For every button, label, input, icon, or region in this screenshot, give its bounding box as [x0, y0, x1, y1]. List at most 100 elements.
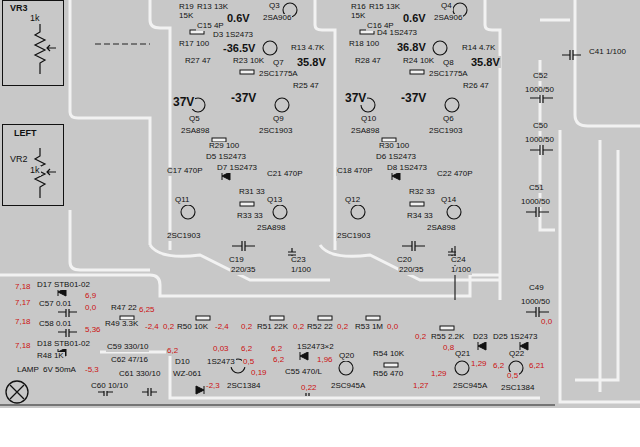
- component-label: D17 STB01-02: [36, 281, 91, 290]
- board-copper: [0, 0, 640, 408]
- component-label: 2SC1903: [428, 127, 463, 136]
- component-label: 2SC945A: [330, 382, 366, 391]
- component-label: Q6: [442, 115, 455, 124]
- voltage-reading: 6,2: [166, 347, 179, 356]
- component-label: 2SC945A: [452, 382, 488, 391]
- component-label: R51 22K: [256, 323, 289, 332]
- transistor-symbol: [339, 361, 353, 375]
- transistor-symbol: [447, 205, 461, 219]
- voltage-reading: 1,29: [470, 360, 488, 369]
- diode-symbol: [520, 342, 528, 350]
- component-label: Q13: [266, 196, 283, 205]
- component-label: 2SA898: [256, 224, 286, 233]
- diode-symbol: [222, 172, 230, 180]
- voltage-reading: 0,2: [336, 323, 349, 332]
- potentiometer-symbol: [47, 45, 56, 51]
- component-label: D4 1S2473: [376, 29, 418, 38]
- component-label: 2SA898: [350, 127, 380, 136]
- voltage-reading: 0,2: [414, 333, 427, 342]
- trace-gap: [575, 0, 640, 126]
- component-label: R26 47: [462, 82, 490, 91]
- voltage-callout: -37V: [230, 92, 257, 105]
- capacitor-symbol: [58, 50, 581, 396]
- voltage-callout: 0.6V: [402, 12, 427, 24]
- voltage-reading: 6,2: [270, 345, 283, 354]
- component-label: LAMP: [16, 366, 40, 375]
- component-label: Q11: [174, 196, 191, 205]
- trace-gap: [70, 0, 150, 245]
- capacitor-symbol: [526, 307, 549, 317]
- voltage-reading: 0,03: [212, 345, 230, 354]
- component-label: R34 33: [406, 212, 434, 221]
- potentiometer-symbol: [47, 169, 56, 175]
- component-label: R56 470: [372, 370, 404, 379]
- component-label: 2SC1903: [258, 127, 293, 136]
- component-label: C51: [528, 184, 545, 193]
- voltage-reading: 7,17: [14, 299, 32, 308]
- component-label: 220/35: [398, 266, 424, 275]
- component-label: D23: [472, 333, 489, 342]
- component-label: R47 22: [110, 304, 138, 313]
- voltage-reading: 0,22: [300, 384, 318, 393]
- part-box: VR31k: [2, 0, 64, 86]
- voltage-reading: 0,0: [84, 304, 97, 313]
- component-label: 2SA898: [426, 224, 456, 233]
- capacitor-symbol: [526, 207, 549, 217]
- capacitor-symbol: [562, 50, 581, 60]
- component-label: C62 47/16: [110, 356, 149, 365]
- component-label: C59 330/10: [106, 343, 149, 352]
- voltage-reading: 6,2: [492, 362, 505, 371]
- component-label: Q9: [272, 115, 285, 124]
- component-label: Q8: [442, 59, 455, 68]
- component-label: 6V 50mA: [42, 366, 77, 375]
- copper-line: [95, 43, 150, 44]
- voltage-reading: 7,18: [14, 318, 32, 327]
- component-label: D8 1S2473: [386, 164, 428, 173]
- lamp-symbol: [10, 385, 24, 399]
- component-label: R55 2.2K: [430, 333, 465, 342]
- component-label: D10: [174, 358, 191, 367]
- voltage-reading: 1,27: [412, 382, 430, 391]
- voltage-callout: -36.5V: [222, 42, 256, 54]
- component-label: 1S2473×2: [296, 343, 335, 352]
- component-label: R28 47: [354, 57, 382, 66]
- trace-gap: [150, 245, 330, 280]
- voltage-reading: 0,5: [242, 358, 255, 367]
- diode-symbol: [196, 386, 204, 394]
- component-label: C19: [228, 256, 245, 265]
- voltage-callout: -37V: [400, 92, 427, 105]
- component-label: R31 33: [238, 188, 266, 197]
- component-label: R52 22: [306, 323, 334, 332]
- component-label: 15K: [178, 12, 194, 21]
- component-label: C18 470P: [336, 167, 374, 176]
- component-label: 2SC1775A: [428, 70, 469, 79]
- component-label: 2SA906: [433, 14, 463, 23]
- component-label: C49: [528, 284, 545, 293]
- component-label: Q7: [272, 59, 285, 68]
- component-label: 1/100: [290, 266, 312, 275]
- component-label: 2SC1903: [336, 232, 371, 241]
- component-label: Q22: [508, 350, 525, 359]
- box-heading: LEFT: [13, 129, 38, 139]
- component-label: R14 4.7K: [461, 44, 496, 53]
- component-label: C15 4P: [196, 22, 225, 31]
- voltage-reading: -5,3: [84, 366, 100, 375]
- component-label: WZ-061: [172, 370, 202, 379]
- component-label: Q12: [344, 196, 361, 205]
- resistor-symbol: [240, 70, 254, 74]
- voltage-reading: 0,0: [540, 318, 553, 327]
- resistor-symbol: [440, 326, 454, 330]
- voltage-reading: 0,0: [386, 323, 399, 332]
- component-label: R27 47: [184, 57, 212, 66]
- component-label: 2SA906: [262, 14, 292, 23]
- component-label: R53 1M: [354, 323, 384, 332]
- voltage-reading: -2,4: [144, 323, 160, 332]
- component-label: Q3: [268, 2, 281, 11]
- box-heading: VR3: [9, 4, 29, 14]
- voltage-reading: -2,4: [214, 323, 230, 332]
- component-label: 1/100: [450, 266, 472, 275]
- component-label: R15 13K: [368, 3, 401, 12]
- component-label: C57 0.01: [38, 300, 72, 309]
- part-box: LEFTVR21k: [2, 124, 64, 206]
- part-label: 1k: [29, 166, 41, 176]
